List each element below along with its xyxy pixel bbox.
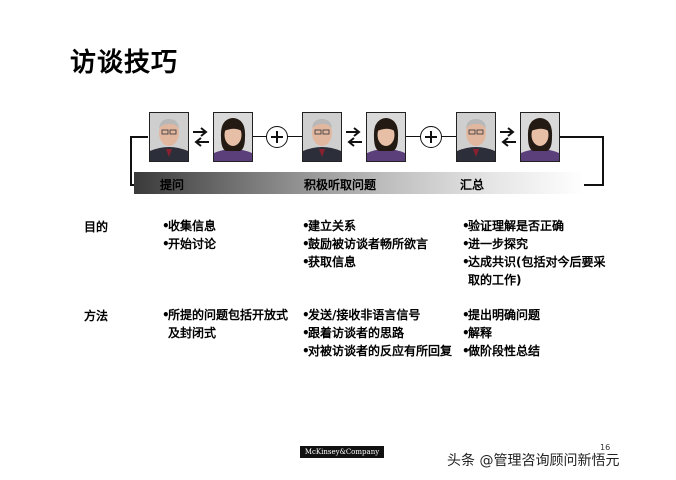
list-item: •提出明确问题 (462, 308, 541, 322)
list-item: •做阶段性总结 (462, 344, 541, 358)
page-title: 访谈技巧 (70, 48, 179, 78)
purpose-column-listen: •建立关系 •鼓励被访谈者畅所欲言 •获取信息 (300, 217, 456, 271)
woman-portrait-icon (213, 112, 253, 162)
man-portrait-icon (456, 112, 496, 162)
stage-label-listen: 积极听取问题 (304, 178, 377, 192)
exchange-arrows-icon (344, 126, 364, 148)
flow-line-right-vertical (602, 136, 604, 186)
list-item: •收集信息 (162, 219, 217, 233)
list-item: •进一步探究 (462, 237, 529, 251)
flow-line-top-right (560, 136, 604, 138)
plus-circle-icon (420, 126, 442, 148)
purpose-column-summary: •验证理解是否正确 •进一步探究 •达成共识(包括对今后要采取的工作) (460, 217, 610, 289)
woman-portrait-icon (520, 112, 560, 162)
list-item: •对被访谈者的反应有所回复 (302, 344, 453, 358)
exchange-arrows-icon (191, 126, 211, 148)
watermark-text: 头条 @管理咨询顾问新悟元 (447, 453, 620, 469)
flow-line-left-vertical (130, 136, 132, 186)
stage-label-summary: 汇总 (460, 178, 485, 192)
list-item: •达成共识(包括对今后要采取的工作) (462, 255, 606, 287)
method-column-summary: •提出明确问题 •解释 •做阶段性总结 (460, 306, 610, 360)
list-item: •验证理解是否正确 (462, 219, 565, 233)
method-column-ask: •所提的问题包括开放式及封闭式 (160, 306, 290, 342)
list-item: •发送/接收非语言信号 (302, 308, 421, 322)
plus-circle-icon (266, 126, 288, 148)
exchange-arrows-icon (498, 126, 518, 148)
purpose-column-ask: •收集信息 •开始讨论 (160, 217, 290, 253)
list-item: •获取信息 (302, 255, 357, 269)
list-item: •所提的问题包括开放式及封闭式 (162, 308, 289, 340)
stage-label-ask: 提问 (160, 178, 185, 192)
flow-line-top-left (130, 136, 148, 138)
stage-gradient-bar (134, 172, 584, 194)
method-column-listen: •发送/接收非语言信号 •跟着访谈者的思路 •对被访谈者的反应有所回复 (300, 306, 456, 360)
man-portrait-icon (149, 112, 189, 162)
man-portrait-icon (302, 112, 342, 162)
list-item: •跟着访谈者的思路 (302, 326, 405, 340)
list-item: •解释 (462, 326, 493, 340)
list-item: •建立关系 (302, 219, 357, 233)
list-item: •鼓励被访谈者畅所欲言 (302, 237, 429, 251)
list-item: •开始讨论 (162, 237, 217, 251)
company-logo: McKinsey&Company (300, 446, 384, 458)
woman-portrait-icon (366, 112, 406, 162)
page-number: 16 (600, 443, 611, 452)
row-label-purpose: 目的 (84, 220, 109, 234)
row-label-method: 方法 (84, 309, 109, 323)
